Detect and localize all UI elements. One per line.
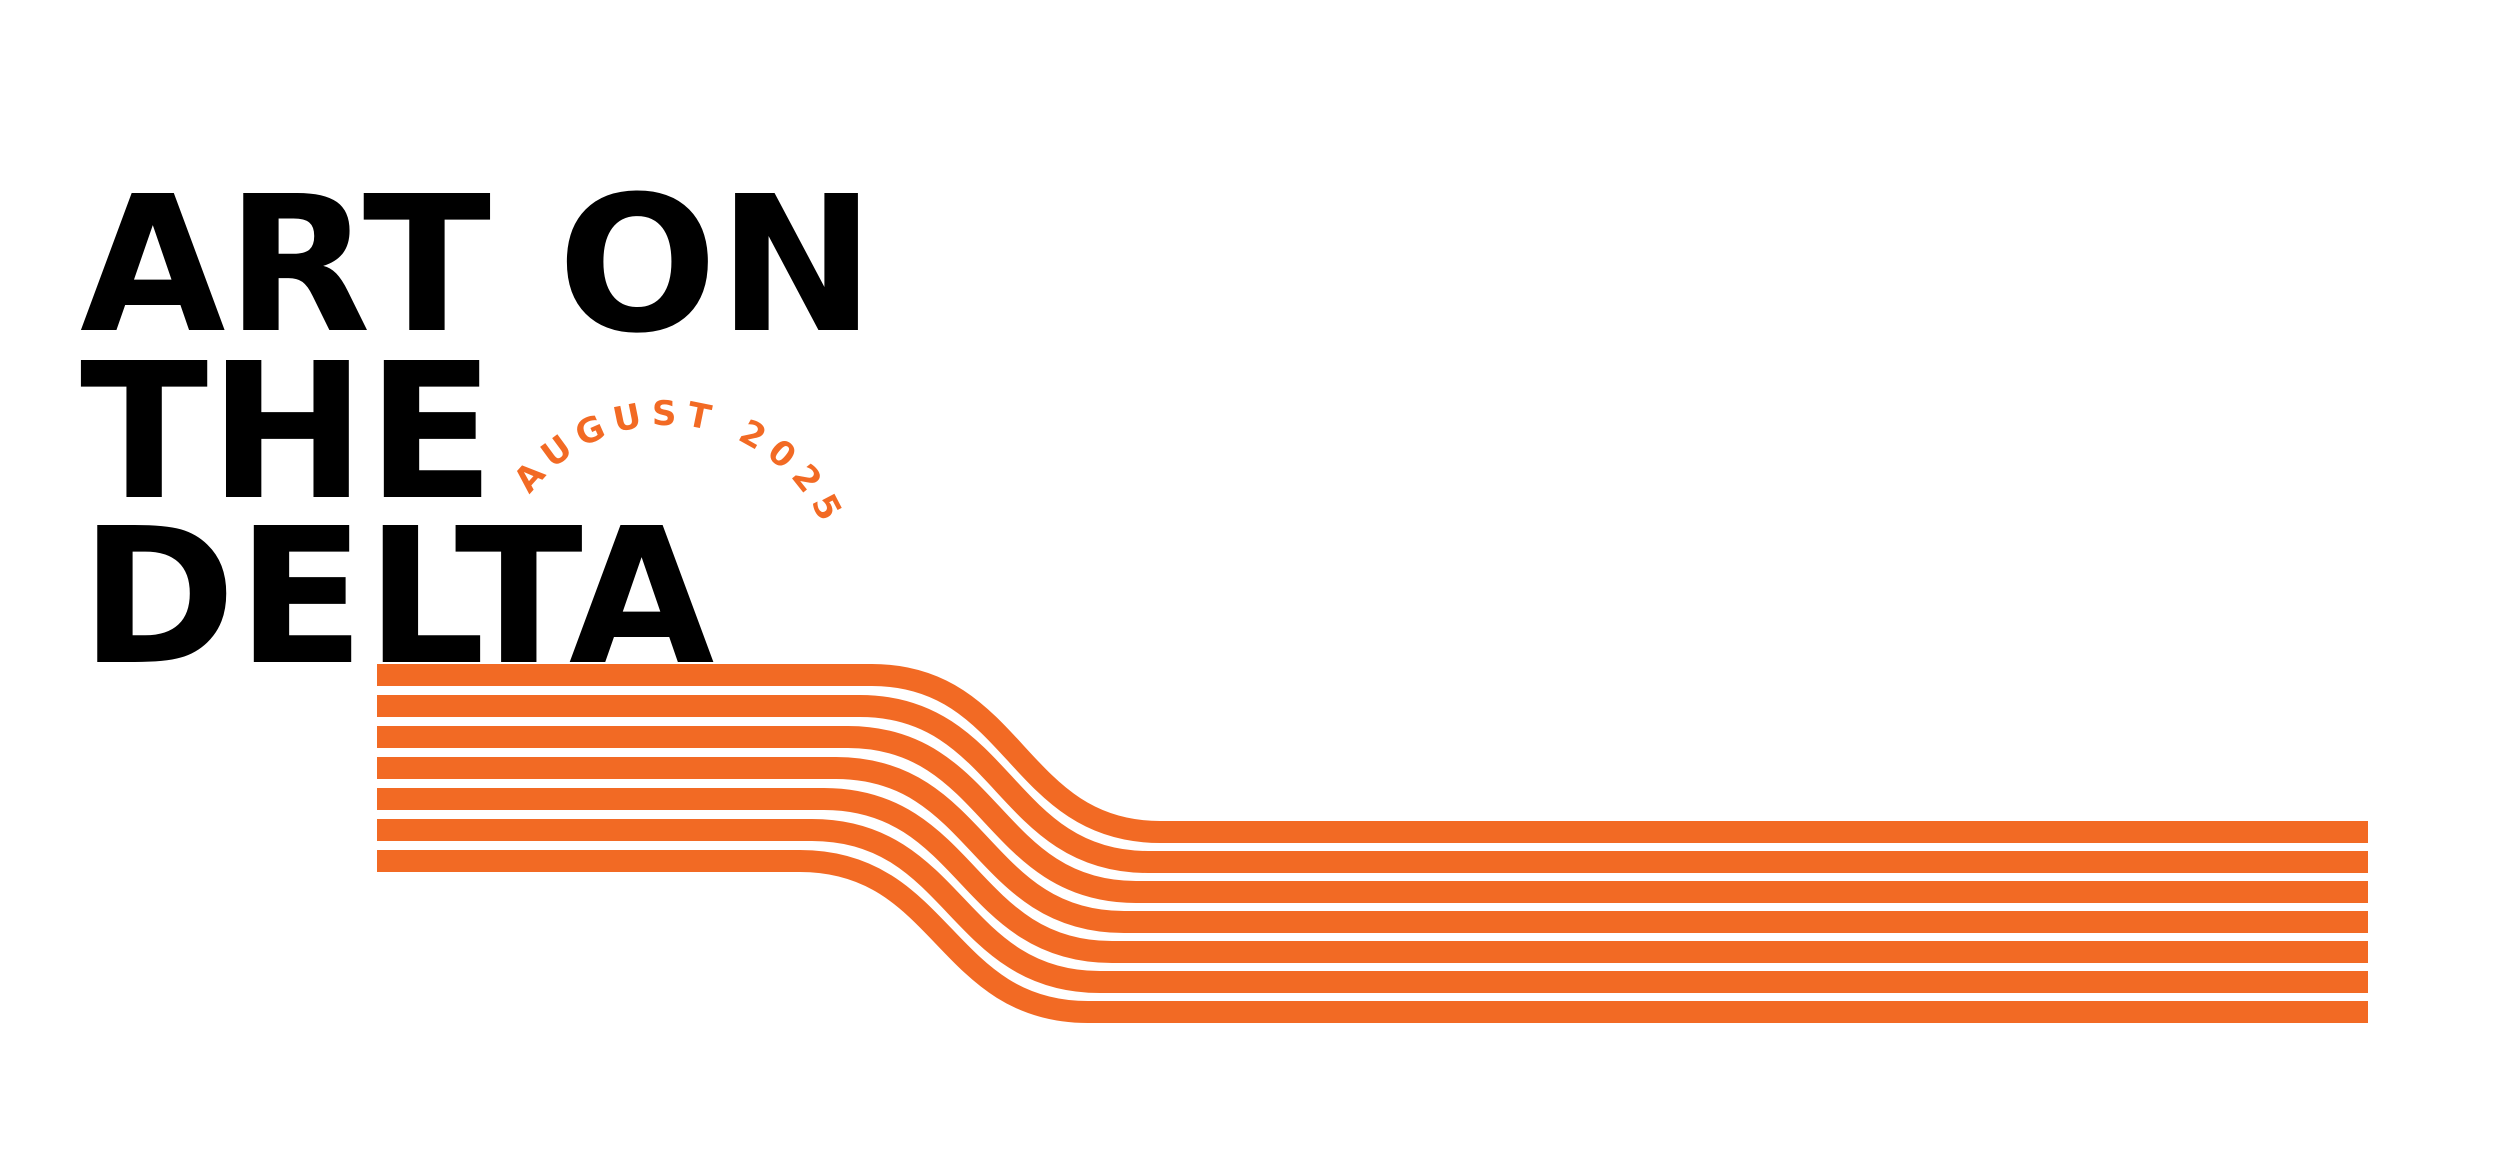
event-title: ART ON THE DELTA xyxy=(80,156,876,707)
orange-stripe xyxy=(377,726,2368,903)
orange-stripe xyxy=(377,664,2368,843)
title-line-3: DELTA xyxy=(80,488,715,707)
orange-stripe xyxy=(377,757,2368,933)
orange-stripes-graphic xyxy=(377,664,2368,1023)
orange-stripe xyxy=(377,819,2368,993)
title-line-1: ART ON xyxy=(80,156,876,375)
orange-stripe xyxy=(377,850,2368,1023)
title-line-2: THE xyxy=(80,323,496,542)
orange-stripe xyxy=(377,788,2368,963)
orange-stripe xyxy=(377,695,2368,873)
